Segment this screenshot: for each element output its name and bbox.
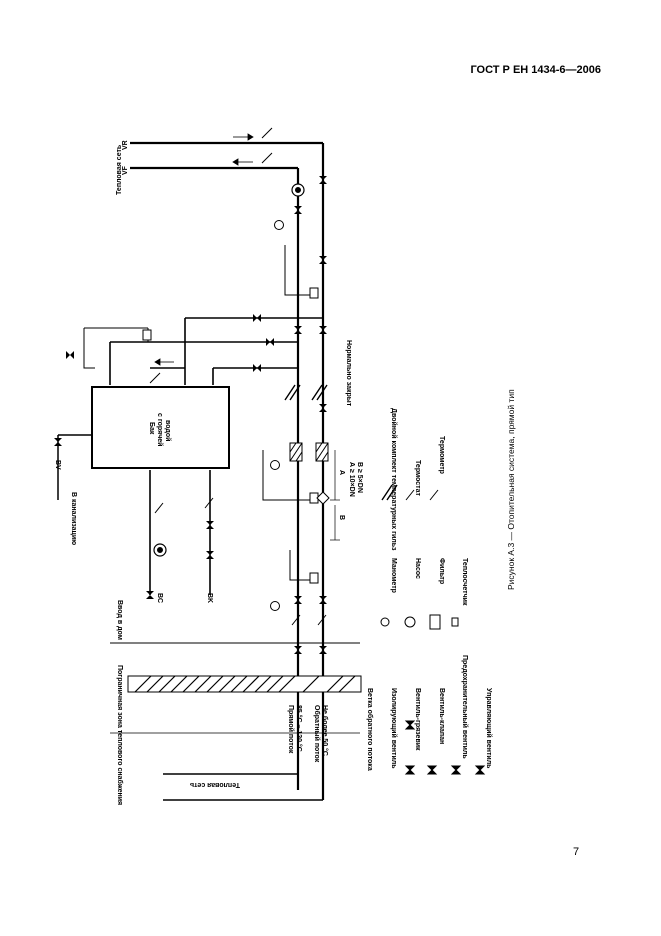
dim-a-mark: A	[338, 470, 345, 475]
network-pipes	[57, 141, 360, 801]
bc-label: BC	[156, 593, 163, 603]
supply-flow-title: Прямой поток	[287, 705, 295, 754]
legend-return-branch: Ветка обратного потока	[366, 688, 374, 771]
legend-symbols	[380, 484, 485, 775]
flow-arrows	[154, 133, 254, 366]
legend-safety-valve: Предохранительный вентиль	[461, 655, 469, 759]
dim-b-mark: B	[338, 515, 345, 520]
figure-caption: Рисунок А.3 — Отопительная система, прям…	[506, 389, 516, 590]
page-number: 7	[573, 846, 580, 858]
legend-filter: Фильтр	[438, 558, 445, 584]
bk-label: BK	[206, 593, 213, 603]
legend-heat-meter: Теплосчетчик	[461, 558, 468, 606]
legend-valve-clapan: Вентиль-клапан	[438, 688, 445, 744]
house-inlet-label: Ввод в дом	[116, 600, 123, 640]
standard-header: ГОСТ Р ЕН 1434-6—2006	[470, 64, 601, 76]
network-bottom-label: Тепловая сеть	[189, 781, 240, 788]
network-title: Тепловая сеть	[116, 144, 123, 195]
legend-sludge-valve: Вентиль-грязевик	[414, 688, 421, 751]
manometer-icon	[270, 220, 284, 611]
tank-label-1: Бак	[148, 422, 155, 435]
legend-thermostat: Термостат	[414, 460, 421, 496]
legend-manometer: Манометр	[390, 558, 397, 593]
return-flow-temp: Не более 50 °С	[321, 705, 329, 756]
heat-meter-icon	[142, 287, 330, 584]
filter-icon	[289, 442, 329, 462]
dim-a-label: А ≥ 10×DN	[348, 462, 355, 497]
normally-closed-label: Нормально закрыт	[345, 340, 352, 407]
vr-label: VR	[122, 140, 129, 150]
thermometer-icon	[149, 127, 327, 626]
pump-icon	[153, 183, 305, 557]
hot-water-tank	[91, 386, 230, 469]
tank-label-2: с горячей	[156, 413, 164, 446]
legend-thermometer: Термометр	[438, 436, 445, 474]
boundary-zone-label: Пограничная зона теплового снабжения	[116, 665, 124, 805]
dim-b-label: В ≥ 5×DN	[356, 462, 363, 493]
legend-temperature-pockets: Двойной комплект температурных гильз	[390, 408, 398, 551]
legend-control-valve: Управляющий вентиль	[485, 688, 493, 769]
supply-flow-temp: 85 °С – 120 °С	[295, 705, 303, 752]
bv-label: BV	[54, 460, 61, 470]
temperature-pockets-icon	[284, 384, 328, 401]
legend-pump: Насос	[414, 558, 421, 579]
tank-label-3: водой	[164, 420, 172, 441]
legend-isolating-valve: Изолирующий вентиль	[390, 688, 398, 769]
boundary-hatch	[127, 675, 362, 693]
drain-label: В канализацию	[70, 492, 77, 545]
vf-label: VF	[122, 165, 129, 175]
return-flow-title: Обратный поток	[313, 705, 321, 763]
